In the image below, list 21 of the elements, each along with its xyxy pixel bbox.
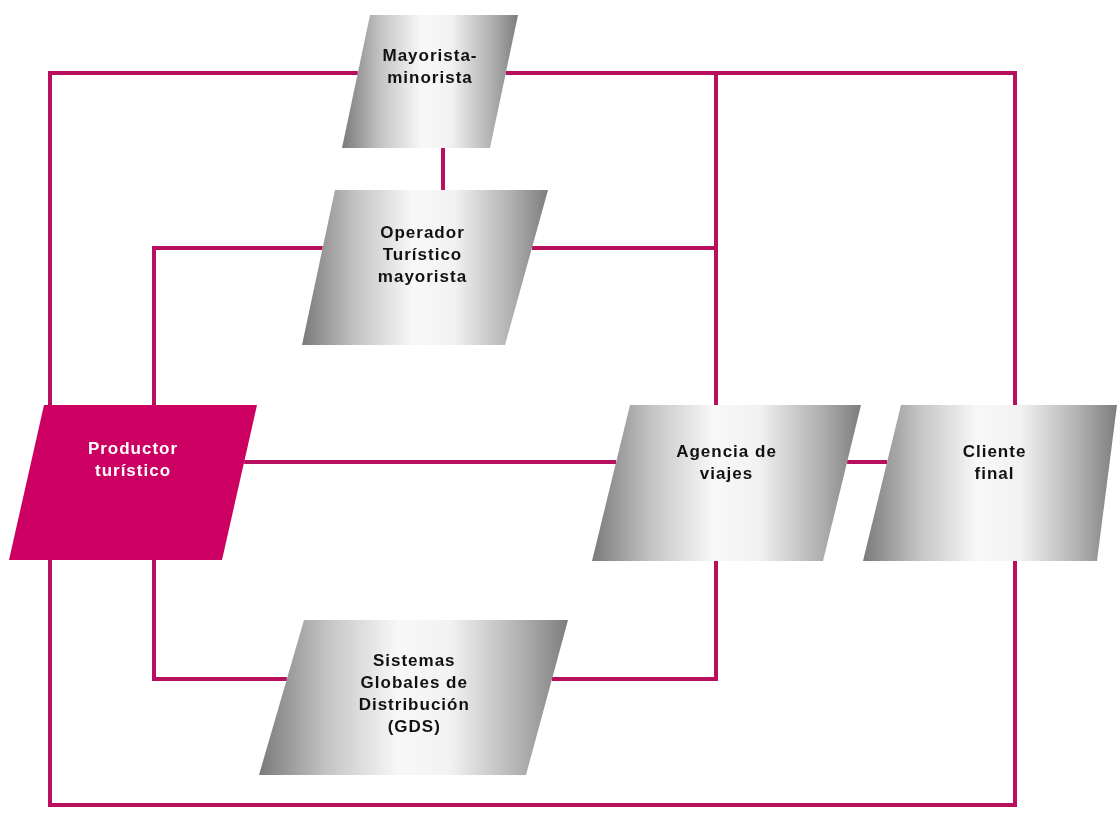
connector-line xyxy=(244,460,617,464)
connector-line xyxy=(441,148,445,190)
parallelogram-node xyxy=(302,190,548,345)
parallelogram-node xyxy=(592,405,861,561)
node-label: Operador Turístico mayorista xyxy=(376,222,469,288)
parallelogram-node xyxy=(863,405,1117,561)
parallelogram-node xyxy=(259,620,568,775)
connector-line xyxy=(847,460,888,464)
connector-line xyxy=(152,246,323,405)
connector-line xyxy=(552,561,718,681)
node-label: Agencia de viajes xyxy=(675,441,778,485)
connector-line xyxy=(531,246,718,405)
node-label: Mayorista- minorista xyxy=(381,45,479,89)
node-label: Sistemas Globales de Distribución (GDS) xyxy=(357,650,471,738)
node-label: Cliente final xyxy=(961,441,1028,485)
parallelogram-node xyxy=(342,15,518,148)
parallelogram-node xyxy=(9,405,257,560)
connector-line xyxy=(48,71,358,405)
connector-line xyxy=(152,560,287,681)
connector-line xyxy=(48,560,1017,807)
node-label: Productor turístico xyxy=(86,438,180,482)
